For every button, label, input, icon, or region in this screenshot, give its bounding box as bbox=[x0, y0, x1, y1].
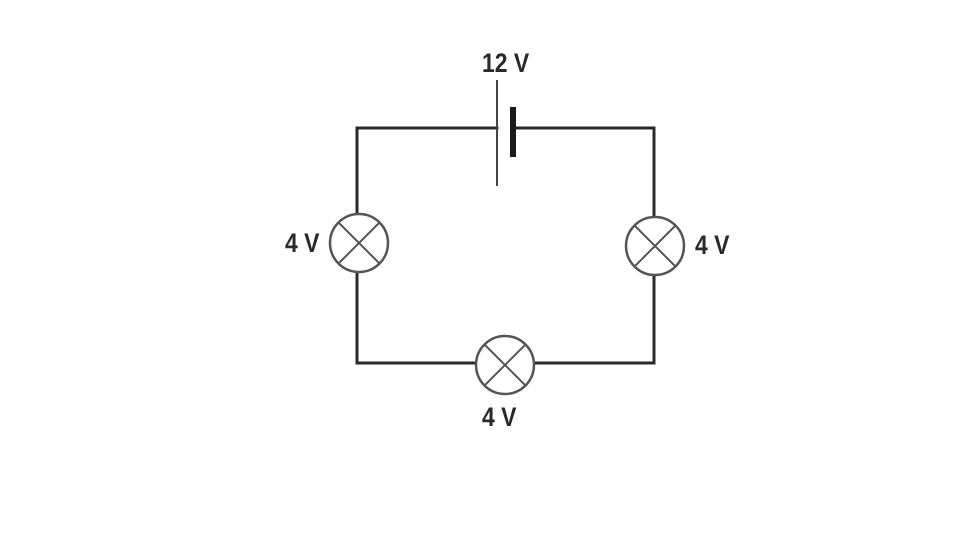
circuit-wires bbox=[355, 126, 656, 365]
battery-symbol bbox=[496, 80, 516, 186]
battery-voltage-label: 12 V bbox=[482, 48, 530, 78]
lamp-left-cross-b bbox=[337, 221, 381, 265]
lamp-right-voltage-label: 4 V bbox=[695, 230, 730, 260]
lamp-left-symbol bbox=[328, 212, 390, 274]
lamp-bottom-symbol bbox=[474, 334, 536, 396]
lamp-bottom-cross-b bbox=[483, 343, 527, 387]
lamp-bottom-voltage-label: 4 V bbox=[482, 402, 517, 432]
lamp-right-symbol bbox=[624, 215, 686, 277]
lamp-left-voltage-label: 4 V bbox=[285, 228, 320, 258]
lamp-right-cross-b bbox=[633, 224, 677, 268]
